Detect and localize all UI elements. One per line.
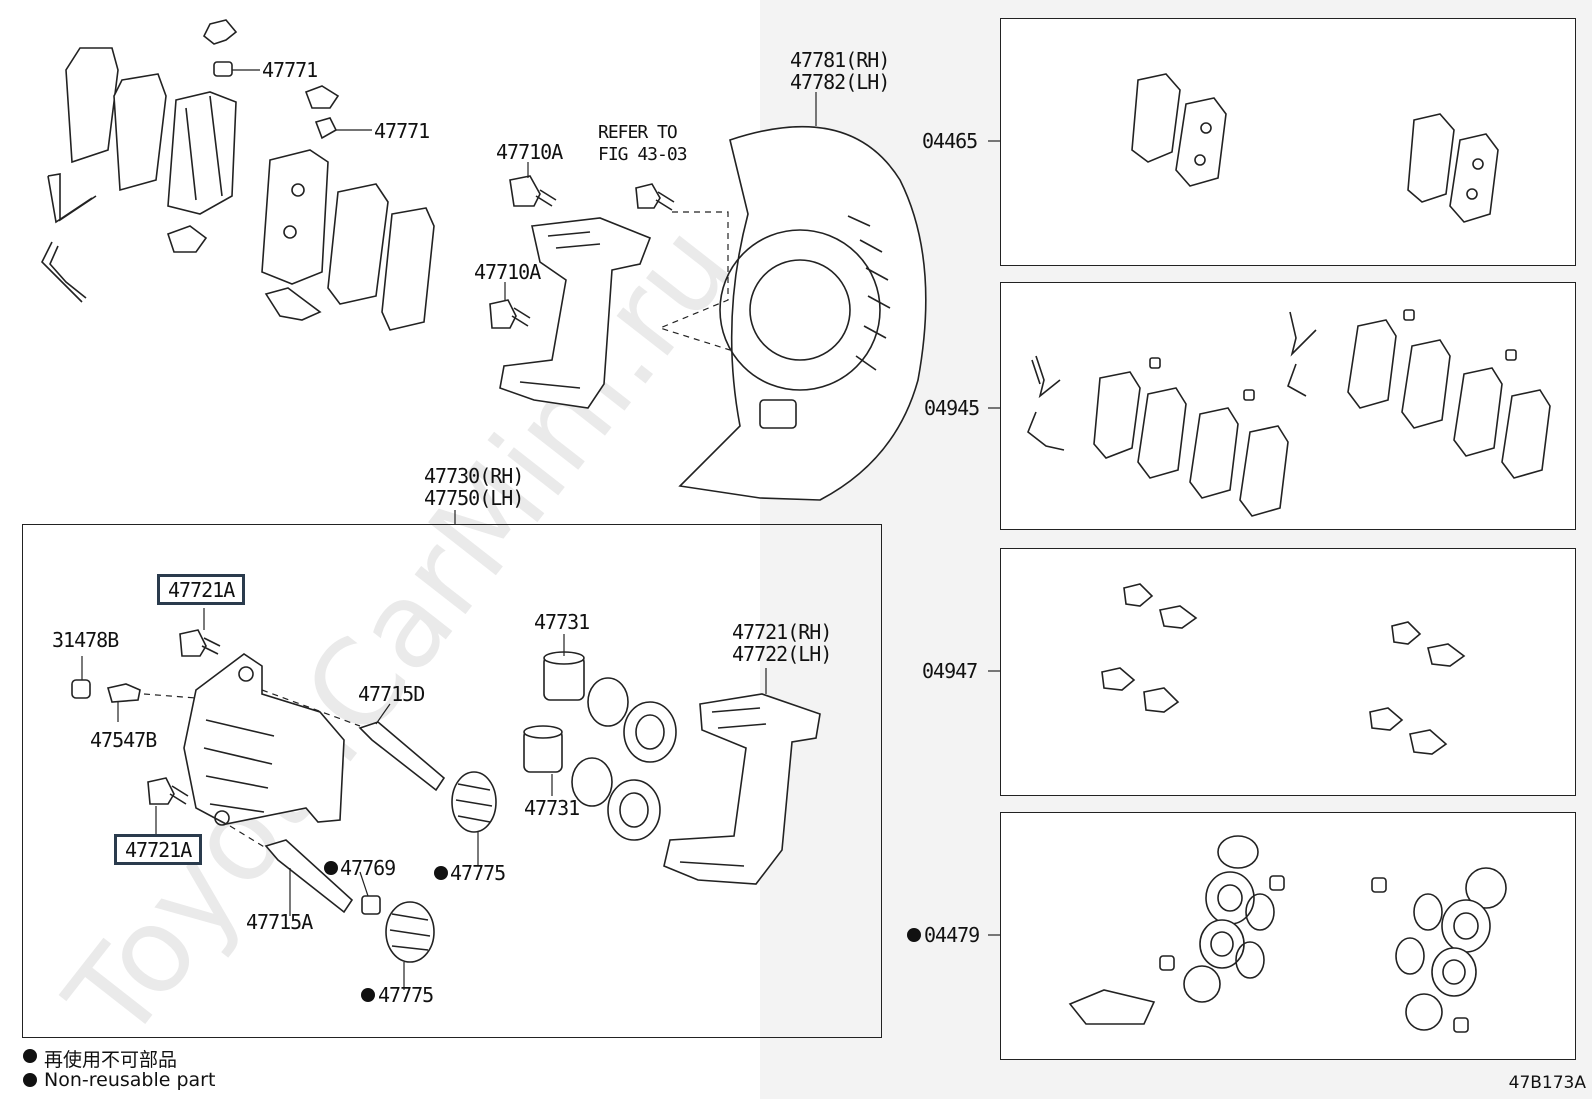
label-47731-bottom: 47731 — [524, 796, 580, 820]
label-kit-04465: 04465 — [922, 129, 978, 153]
dust-shield — [678, 92, 927, 501]
non-reusable-markers — [23, 861, 921, 1087]
figure-code: 47B173A — [1508, 1073, 1586, 1093]
label-47722: 47722(LH) — [732, 642, 832, 666]
caliper-assembly-parts — [71, 510, 821, 990]
label-47710a-top: 47710A — [496, 140, 563, 164]
kit-panel-04947 — [1000, 548, 1576, 796]
label-47715a: 47715A — [246, 910, 313, 934]
label-47730: 47730(RH) — [424, 464, 524, 488]
legend-japanese: 再使用不可部品 — [44, 1049, 178, 1071]
label-47721a-top: 47721A — [157, 574, 246, 605]
label-47721a-bottom: 47721A — [114, 834, 203, 865]
torque-plate-bracket — [489, 162, 731, 409]
label-kit-04479: 04479 — [924, 923, 980, 947]
label-refer-to: REFER TO — [598, 122, 678, 143]
legend-english: Non-reusable part — [44, 1069, 216, 1091]
label-47782: 47782(LH) — [790, 70, 890, 94]
brake-pad-set-top-left — [41, 19, 435, 331]
label-47750: 47750(LH) — [424, 486, 524, 510]
label-47710a-mid: 47710A — [474, 260, 541, 284]
label-kit-04947: 04947 — [922, 659, 978, 683]
label-47731-top: 47731 — [534, 610, 590, 634]
label-47769: 47769 — [340, 856, 396, 880]
kit-04947-clips — [988, 583, 1466, 755]
label-47715d: 47715D — [358, 682, 425, 706]
caliper-assembly-box — [22, 524, 882, 1038]
label-47771-b: 47771 — [374, 119, 430, 143]
label-fig-ref: FIG 43-03 — [598, 144, 688, 165]
label-47547b: 47547B — [90, 728, 157, 752]
label-47781: 47781(RH) — [790, 48, 890, 72]
label-47775-bottom: 47775 — [378, 983, 434, 1007]
label-47775-mid: 47775 — [450, 861, 506, 885]
label-31478b: 31478B — [52, 628, 119, 652]
label-47721: 47721(RH) — [732, 620, 832, 644]
kit-04465-pads — [988, 73, 1499, 223]
kit-04479-seals — [988, 835, 1507, 1033]
label-kit-04945: 04945 — [924, 396, 980, 420]
label-47771-a: 47771 — [262, 58, 318, 82]
kit-04945-shims — [988, 309, 1551, 517]
